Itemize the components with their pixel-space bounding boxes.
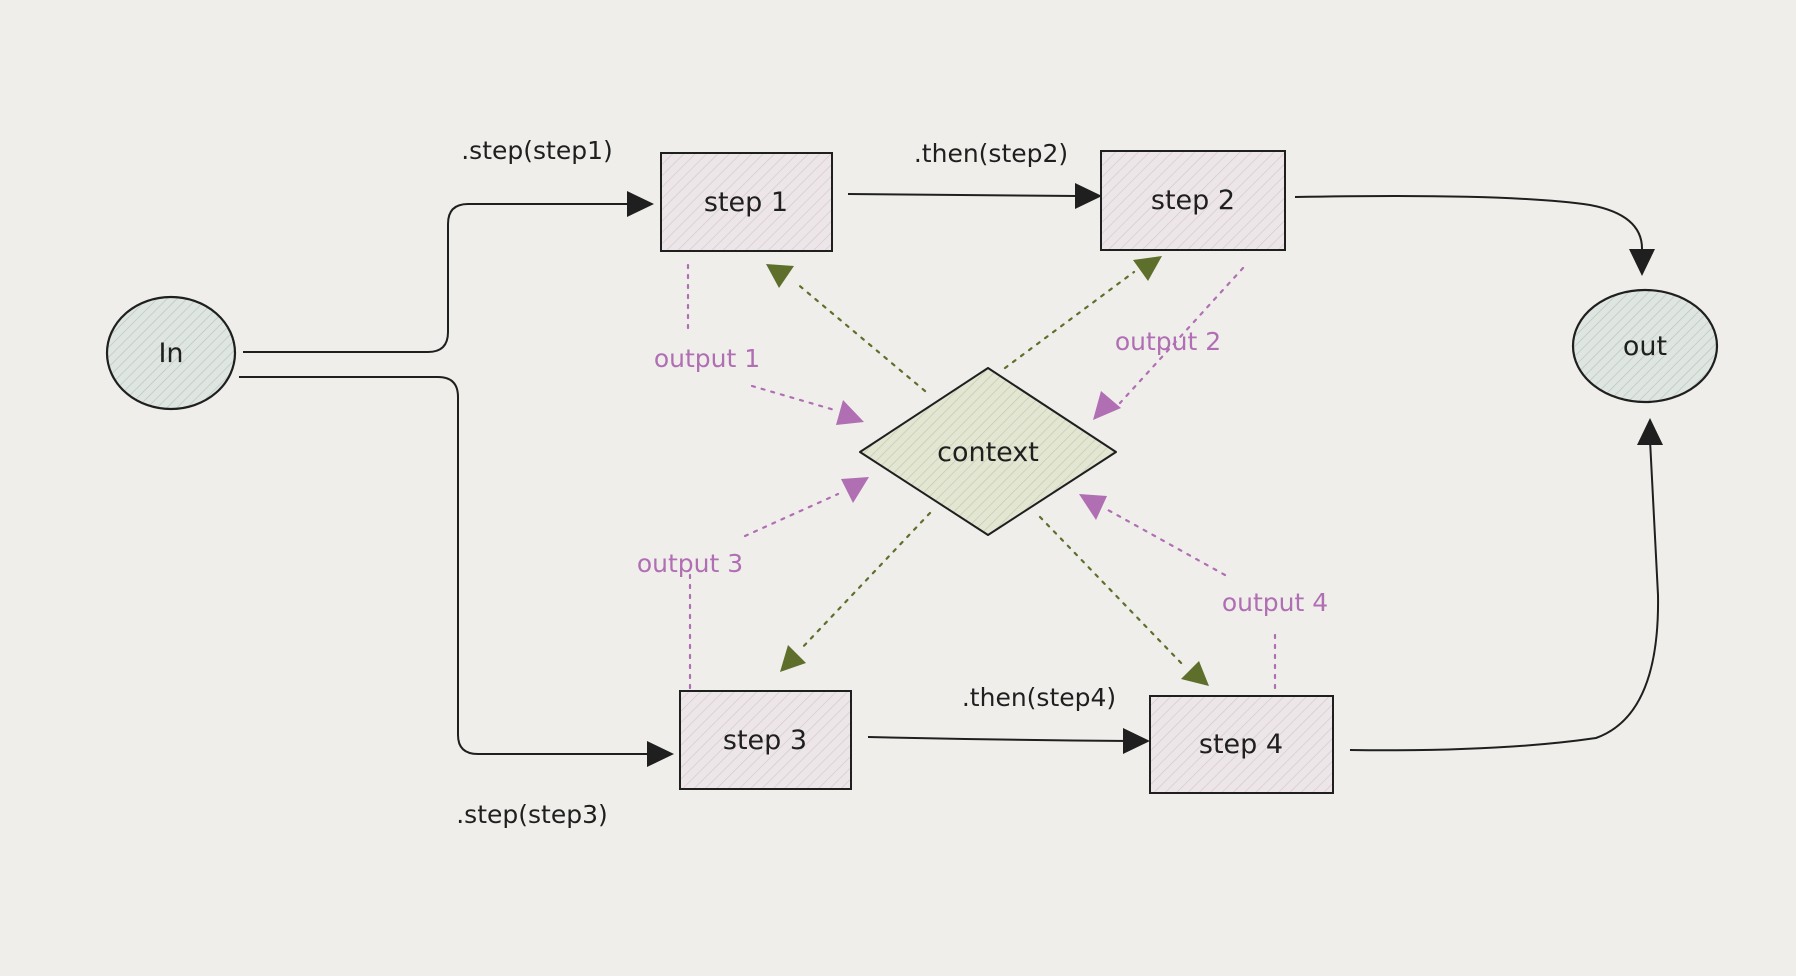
output2-arrowhead bbox=[1093, 391, 1121, 420]
edge-step4-to-out bbox=[1349, 439, 1660, 752]
step2-box: step 2 bbox=[1100, 150, 1286, 251]
arrowhead-out-top bbox=[1629, 249, 1655, 276]
edge-label-step-step1: .step(step1) bbox=[461, 136, 613, 165]
output2-line bbox=[1118, 266, 1245, 405]
edge-step1-to-step2 bbox=[847, 193, 1079, 197]
edge-step3-to-step4 bbox=[867, 736, 1131, 742]
edge-in-to-step1 bbox=[243, 203, 632, 353]
edge-label-step-step3: .step(step3) bbox=[456, 800, 608, 829]
context-to-step1-line bbox=[793, 280, 927, 393]
edge-label-then-step4: .then(step4) bbox=[962, 683, 1116, 712]
context-to-step2-arrowhead bbox=[1133, 256, 1162, 281]
step4-box: step 4 bbox=[1149, 695, 1334, 794]
arrowhead-step3 bbox=[647, 741, 674, 767]
output4-arrowhead bbox=[1079, 494, 1107, 520]
step4-label: step 4 bbox=[1199, 729, 1283, 760]
step1-box: step 1 bbox=[660, 152, 833, 252]
step3-label: step 3 bbox=[723, 725, 807, 756]
step3-box: step 3 bbox=[679, 690, 852, 790]
context-to-step4-arrowhead bbox=[1181, 661, 1209, 686]
context-label: context bbox=[937, 437, 1039, 468]
step2-label: step 2 bbox=[1151, 185, 1235, 216]
step1-label: step 1 bbox=[704, 187, 788, 218]
output3-arrowhead bbox=[841, 477, 869, 503]
output4-label: output 4 bbox=[1222, 588, 1328, 617]
context-to-step2-line bbox=[1003, 270, 1136, 370]
output3-label: output 3 bbox=[637, 549, 743, 578]
context-to-step3-arrowhead bbox=[780, 645, 806, 672]
output1-arrowhead bbox=[836, 400, 864, 425]
output1-line-b bbox=[750, 384, 840, 413]
output4-line-b bbox=[1106, 508, 1227, 577]
input-node: In bbox=[105, 295, 237, 411]
output1-label: output 1 bbox=[654, 344, 760, 373]
output-node: out bbox=[1571, 288, 1719, 404]
edge-label-then-step2: .then(step2) bbox=[914, 139, 1068, 168]
arrowhead-out-bottom bbox=[1637, 418, 1663, 445]
edge-in-to-step3 bbox=[239, 376, 650, 755]
context-to-step4-line bbox=[1038, 515, 1187, 669]
context-node: context bbox=[859, 367, 1117, 536]
context-to-step3-line bbox=[798, 511, 932, 652]
output3-line-b bbox=[743, 492, 840, 538]
arrowhead-step4 bbox=[1123, 728, 1150, 754]
arrowhead-step1 bbox=[627, 191, 654, 217]
context-to-step1-arrowhead bbox=[766, 264, 794, 288]
output2-label: output 2 bbox=[1115, 327, 1221, 356]
output-label: out bbox=[1623, 331, 1667, 362]
edge-step2-to-out bbox=[1294, 195, 1644, 251]
arrowhead-step2 bbox=[1075, 183, 1102, 209]
input-label: In bbox=[158, 338, 183, 369]
